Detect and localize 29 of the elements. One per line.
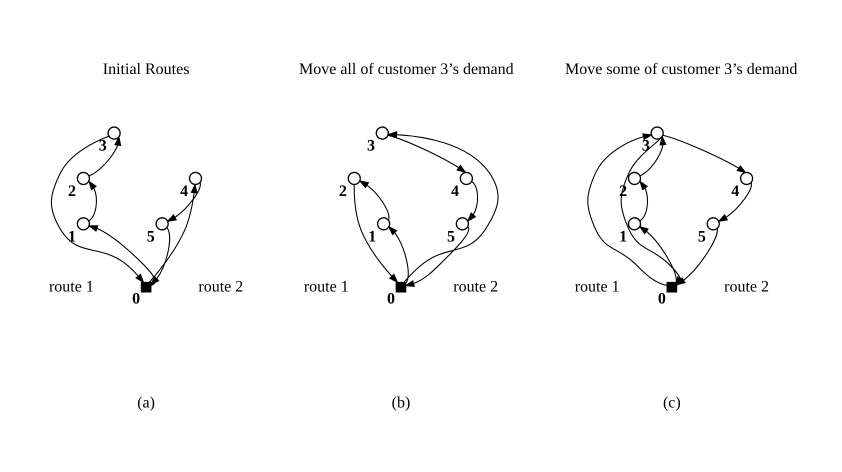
node-label: 4 (451, 182, 460, 200)
node-label: 1 (68, 228, 76, 245)
label: route 2 (198, 278, 244, 295)
label: Move some of customer 3’s demand (564, 60, 798, 78)
node-label: 5 (698, 228, 706, 245)
label: Initial Routes (102, 60, 190, 78)
label: (c) (662, 394, 681, 411)
node-label: 2 (68, 182, 76, 200)
label: route 2 (724, 278, 770, 295)
label: (a) (137, 394, 156, 411)
node-label: 2 (338, 182, 347, 200)
node-label: 1 (619, 228, 628, 245)
node-label: 5 (146, 228, 155, 245)
node-label: 3 (642, 137, 650, 154)
label: route 1 (304, 278, 349, 295)
node-label: 0 (658, 290, 666, 307)
node-label: 3 (98, 137, 107, 154)
node-label: 5 (447, 228, 456, 245)
node-label: 4 (731, 182, 740, 200)
label: route 1 (48, 278, 94, 295)
label: (b) (392, 394, 410, 411)
label: route 1 (574, 278, 620, 295)
label: Move all of customer 3’s demand (299, 60, 514, 78)
node-label: 0 (386, 290, 395, 307)
node-label: 3 (366, 137, 375, 154)
node-label: 0 (132, 290, 140, 307)
label: route 2 (453, 278, 498, 295)
node-label: 1 (368, 228, 376, 245)
node-label: 4 (180, 182, 188, 200)
